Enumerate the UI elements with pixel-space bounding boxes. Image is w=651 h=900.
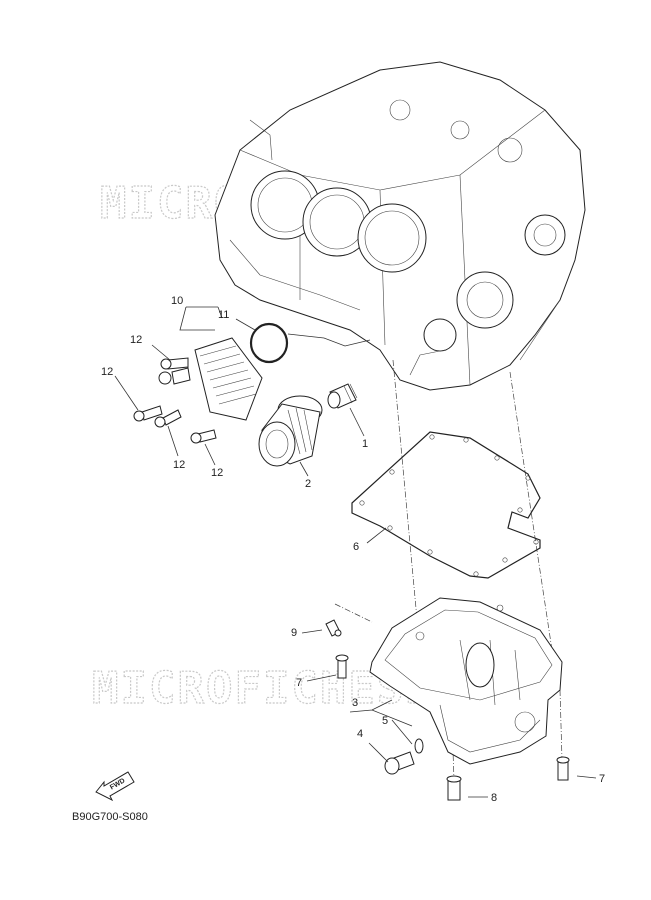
hose-clip (325, 619, 342, 637)
bolt-12-b (133, 405, 163, 422)
callout-9: 9 (291, 627, 297, 639)
callout-12-c: 12 (173, 459, 185, 471)
callout-8: 8 (491, 792, 497, 804)
callout-7-left: 7 (296, 677, 302, 689)
diagram-code: B90G700-S080 (72, 811, 148, 823)
fwd-arrow-icon: FWD (95, 771, 135, 802)
oil-filter (258, 395, 323, 467)
bolt-12-a (160, 357, 189, 370)
callout-11: 11 (218, 309, 229, 321)
callout-7-right: 7 (599, 773, 605, 785)
drain-washer (414, 738, 424, 754)
bolt-7-left (335, 654, 349, 679)
callout-12-d: 12 (211, 467, 223, 479)
oil-cooler (158, 337, 263, 421)
bolt-7-right (556, 756, 570, 781)
oil-pan-gasket (351, 431, 541, 579)
oil-pan (369, 597, 563, 765)
bolt-12-c (154, 409, 182, 428)
gasket-holes (359, 434, 539, 577)
union-bolt (327, 383, 358, 409)
engine-crankcase (214, 61, 586, 391)
assembly-line-bolt8 (451, 721, 455, 781)
callout-12-b: 12 (101, 366, 113, 378)
bolt-8 (446, 775, 462, 801)
o-ring (249, 322, 289, 364)
leader-lines (114, 306, 597, 798)
callout-10: 10 (171, 295, 183, 307)
callout-2: 2 (305, 478, 311, 490)
callout-1: 1 (362, 438, 368, 450)
callout-5: 5 (382, 715, 388, 727)
assembly-line-left (392, 359, 419, 631)
callout-3: 3 (352, 697, 358, 709)
callout-12-a: 12 (130, 334, 142, 346)
assembly-line-right (509, 371, 553, 651)
callout-4: 4 (357, 728, 363, 740)
bolt-12-d (190, 429, 217, 444)
callout-6: 6 (353, 541, 359, 553)
assembly-line-bracket (334, 603, 373, 623)
drain-plug (384, 751, 415, 775)
assembly-line-bolt7 (559, 689, 563, 761)
